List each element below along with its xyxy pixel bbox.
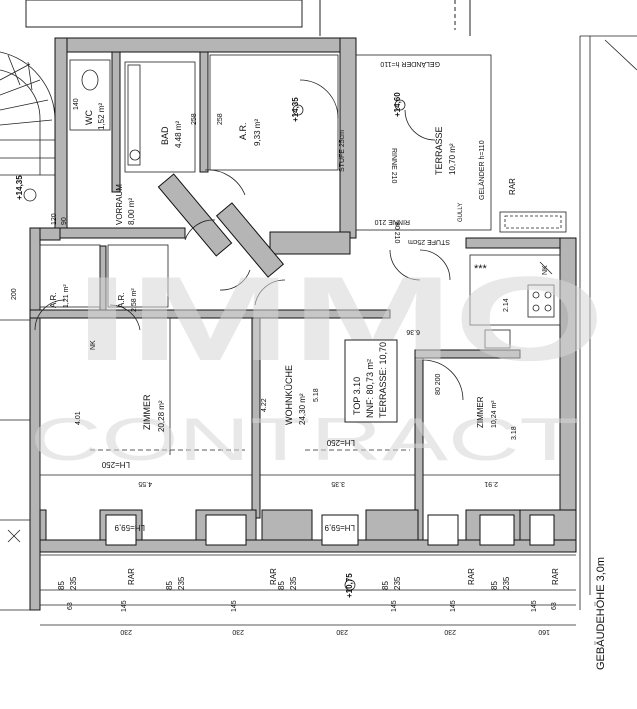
room-ar-small-2-name: A.R. bbox=[117, 292, 126, 308]
room-ar-top-name: A.R. bbox=[238, 122, 248, 140]
room-zimmer-2-area: 10,24 m² bbox=[491, 400, 498, 428]
room-wohnkueche-area: 24,30 m² bbox=[298, 393, 307, 425]
elev-3: +14,35 bbox=[15, 175, 24, 200]
room-zimmer-2-name: ZIMMER bbox=[476, 396, 485, 428]
elev-2: +14,60 bbox=[393, 92, 402, 117]
room-ar-small-2-area: 2,58 m² bbox=[131, 288, 138, 312]
rinne-1: RINNE 210 bbox=[390, 148, 397, 184]
sill-85-b: 85 bbox=[165, 581, 174, 590]
room-terrasse-name: TERRASSE bbox=[434, 126, 444, 175]
bottom-total-1: 230 bbox=[120, 628, 132, 635]
rinne-2: RINNE 210 bbox=[374, 218, 410, 225]
dim-636: 6.36 bbox=[406, 328, 420, 335]
gelaender-top: GELÄNDER h=110 bbox=[380, 60, 440, 68]
bottom-dim-3: 145 bbox=[231, 600, 238, 612]
interior-lines bbox=[0, 35, 637, 626]
sill-85-d: 85 bbox=[381, 581, 390, 590]
left-dim-4: 120 bbox=[51, 213, 58, 225]
rar-2: RAR bbox=[269, 568, 278, 585]
sill-85-c: 85 bbox=[277, 581, 286, 590]
elev-4: +10,75 bbox=[345, 573, 354, 598]
room-zimmer-1-dim: 4.01 bbox=[75, 411, 82, 425]
room-vorraum-name: VORRAUM bbox=[115, 184, 124, 225]
bottom-dim-4: 145 bbox=[391, 600, 398, 612]
room-bad-area: 4,48 m² bbox=[174, 121, 183, 148]
nk-1: NK bbox=[90, 340, 97, 350]
bottom-total-5: 160 bbox=[538, 628, 550, 635]
info-line-1: TOP 3.10 bbox=[352, 377, 362, 415]
room-ar-top-area: 9,33 m² bbox=[253, 119, 262, 146]
window-niches bbox=[105, 514, 555, 546]
room-wc-name: WC bbox=[84, 110, 94, 125]
sill-235-c: 235 bbox=[289, 576, 298, 590]
rar-4: RAR bbox=[551, 568, 560, 585]
building-height: GEBÄUDEHÖHE 3,0m bbox=[595, 557, 607, 670]
info-line-3: TERRASSE: 10,70 bbox=[378, 342, 388, 418]
bottom-total-4: 230 bbox=[444, 628, 456, 635]
watermark-bottom: CONTRACT bbox=[30, 406, 580, 473]
gully-label: GULLY bbox=[458, 203, 464, 222]
nk-2: NK bbox=[542, 265, 549, 275]
elev-1: +14,35 bbox=[291, 97, 300, 122]
room-ar-small-1-name: A.R. bbox=[49, 292, 58, 308]
bottom-dim-1: 63 bbox=[67, 602, 74, 610]
room-zimmer-1-name: ZIMMER bbox=[142, 394, 152, 430]
room-bad-dim: 258 bbox=[191, 113, 198, 125]
dim-455: 4.55 bbox=[138, 480, 152, 487]
sill-85-a: 85 bbox=[57, 581, 66, 590]
stufe-top: STUFE 25cm bbox=[339, 130, 346, 172]
dimension-labels: 85 235 85 235 85 235 85 235 85 235 63 14… bbox=[11, 98, 558, 635]
bottom-total-3: 230 bbox=[336, 628, 348, 635]
room-zimmer-2-dim: 3.18 bbox=[511, 426, 518, 440]
room-wohnkueche-dim: 5.18 bbox=[313, 388, 320, 402]
sill-235-e: 235 bbox=[502, 576, 511, 590]
lh-1: LH=250 bbox=[101, 460, 130, 469]
room-vorraum-area: 8,00 m² bbox=[127, 198, 136, 225]
fixtures bbox=[7, 64, 553, 591]
unit-info-box: TOP 3.10 NNF: 80,73 m² TERRASSE: 10,70 bbox=[344, 339, 398, 423]
room-labels: WC 1,52 m² BAD 4,48 m² 258 A.R. 9,33 m² … bbox=[49, 103, 518, 440]
dim-422: 4.22 bbox=[261, 398, 268, 412]
bottom-dim-2: 145 bbox=[121, 600, 128, 612]
room-terrasse-railing: GELÄNDER h=110 bbox=[478, 140, 486, 200]
bottom-total-2: 230 bbox=[232, 628, 244, 635]
lh-4: LH=59,9 bbox=[324, 523, 355, 532]
rar-3: RAR bbox=[467, 568, 476, 585]
watermark-top: IMMO bbox=[75, 252, 605, 386]
annotations: GELÄNDER h=110 STUFE 25cm STUFE 25cm RIN… bbox=[15, 60, 607, 670]
left-dim-2: 140 bbox=[73, 98, 80, 110]
door-swings bbox=[34, 79, 464, 401]
lh-2: LH=250 bbox=[326, 438, 355, 447]
sill-235-b: 235 bbox=[177, 576, 186, 590]
room-terrasse-area: 10,70 m² bbox=[448, 143, 457, 175]
room-wc-area: 1,52 m² bbox=[97, 103, 106, 130]
room-zimmer-1-area: 20,28 m² bbox=[157, 400, 166, 432]
sill-235-d: 235 bbox=[393, 576, 402, 590]
lh-3: LH=59,9 bbox=[114, 523, 145, 532]
room-wohnkueche-name: WOHNKÜCHE bbox=[284, 365, 294, 425]
bottom-dim-7: 63 bbox=[551, 602, 558, 610]
dim-291: 2.91 bbox=[484, 480, 498, 487]
rar-5: RAR bbox=[508, 178, 517, 195]
stars-symbol: *** bbox=[474, 263, 488, 275]
left-dim-1: 200 bbox=[11, 288, 18, 300]
sill-85-e: 85 bbox=[490, 581, 499, 590]
bottom-dim-5: 145 bbox=[450, 600, 457, 612]
room-bad-name: BAD bbox=[160, 126, 170, 145]
rar-1: RAR bbox=[127, 568, 136, 585]
dim-335: 3.35 bbox=[331, 480, 345, 487]
info-line-2: NNF: 80,73 m² bbox=[365, 359, 375, 418]
spiral-staircase bbox=[0, 51, 56, 176]
sill-235-a: 235 bbox=[69, 576, 78, 590]
left-dim-3: 90 bbox=[61, 217, 68, 225]
door-80-200: 80 200 bbox=[435, 373, 442, 395]
room-ar-top-dim: 258 bbox=[217, 113, 224, 125]
room-ar-small-1-area: 1,21 m² bbox=[63, 284, 70, 308]
stufe-bottom: STUFE 25cm bbox=[408, 238, 450, 245]
dim-214: 2.14 bbox=[503, 298, 510, 312]
bottom-dim-6: 145 bbox=[531, 600, 538, 612]
top-neighbour-outline bbox=[25, 0, 471, 36]
door-80-210: 80 210 bbox=[393, 222, 400, 244]
